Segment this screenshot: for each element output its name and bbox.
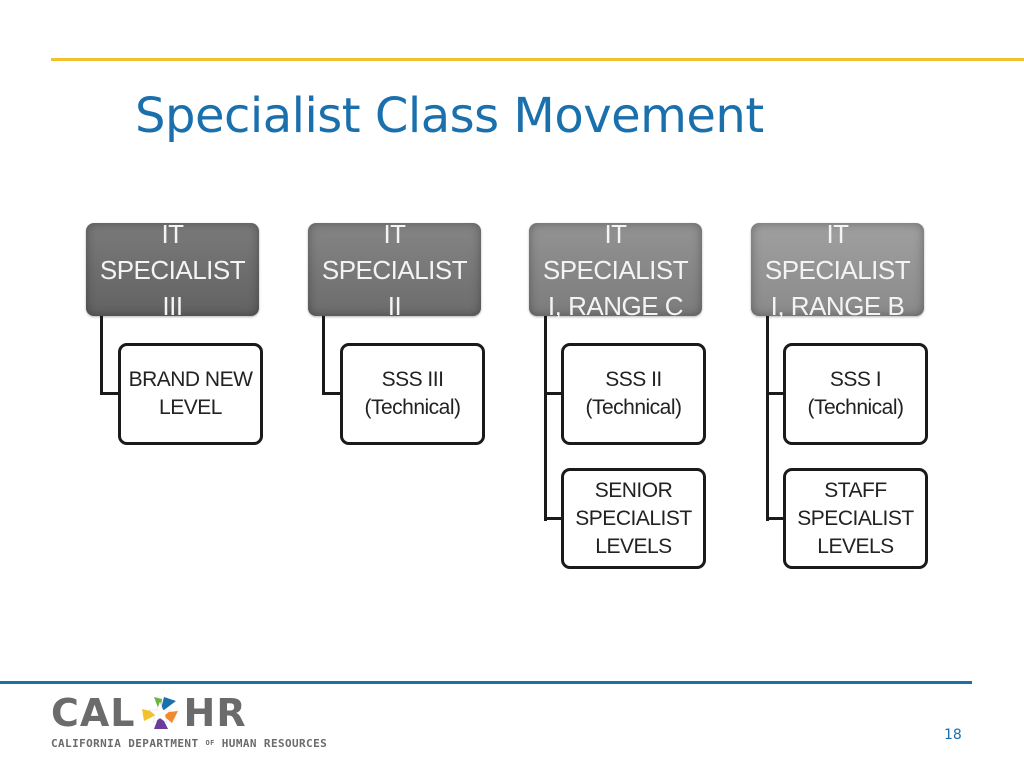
child-box-staff-specialist-levels: STAFF SPECIALIST LEVELS <box>783 468 928 569</box>
logo-wordmark: CAL HR <box>51 693 327 733</box>
logo-subtitle-of: OF <box>205 739 215 747</box>
header-line-1: IT SPECIALIST <box>542 218 689 285</box>
page-number: 18 <box>944 727 962 743</box>
header-line-2: I, RANGE B <box>770 290 905 321</box>
connector-vertical <box>766 316 769 521</box>
header-box-it-specialist-i-range-b: IT SPECIALIST I, RANGE B <box>751 219 924 321</box>
connector-horizontal <box>100 392 120 395</box>
slide-title: Specialist Class Movement <box>135 88 764 144</box>
connector-vertical <box>322 316 325 395</box>
connector-horizontal <box>544 517 564 520</box>
child-box-sss-iii-technical: SSS III (Technical) <box>340 343 485 445</box>
header-box-it-specialist-ii: IT SPECIALIST II <box>308 219 481 321</box>
connector-horizontal <box>322 392 342 395</box>
header-line-2: I, RANGE C <box>547 290 684 321</box>
child-line-2: (Technical) <box>585 396 682 419</box>
connector-vertical <box>544 316 547 521</box>
header-line-2: III <box>162 290 183 321</box>
child-line-1: BRAND NEW <box>128 368 253 391</box>
footer-rule <box>0 681 972 684</box>
header-line-1: IT SPECIALIST <box>764 218 911 285</box>
top-accent-rule <box>51 58 1024 61</box>
star-icon <box>141 697 178 729</box>
child-line-1: SSS I <box>829 368 882 391</box>
logo-subtitle-part-2: HUMAN RESOURCES <box>221 737 328 750</box>
connector-vertical <box>100 316 103 395</box>
child-line-2: (Technical) <box>364 396 461 419</box>
logo-word-cal: CAL <box>51 691 136 735</box>
connector-horizontal <box>766 392 786 395</box>
connector-horizontal <box>766 517 786 520</box>
connector-horizontal <box>544 392 564 395</box>
logo-subtitle: CALIFORNIA DEPARTMENT OF HUMAN RESOURCES <box>51 737 327 750</box>
child-box-sss-i-technical: SSS I (Technical) <box>783 343 928 445</box>
child-line-1: SSS III <box>381 368 444 391</box>
child-line-1: STAFF <box>824 478 887 502</box>
logo-subtitle-part-1: CALIFORNIA DEPARTMENT <box>51 737 199 750</box>
child-box-senior-specialist-levels: SENIOR SPECIALIST LEVELS <box>561 468 706 569</box>
calhr-logo: CAL HR CALIFORNIA DEPARTMENT OF HUMAN RE… <box>51 693 327 750</box>
header-box-it-specialist-iii: IT SPECIALIST III <box>86 219 259 321</box>
child-line-1: SENIOR <box>594 478 673 502</box>
child-line-3: LEVELS <box>817 534 894 558</box>
child-line-2: SPECIALIST <box>575 506 692 530</box>
header-line-1: IT SPECIALIST <box>321 218 468 285</box>
child-box-sss-ii-technical: SSS II (Technical) <box>561 343 706 445</box>
child-line-2: SPECIALIST <box>797 506 914 530</box>
child-line-2: LEVEL <box>159 396 222 419</box>
header-box-it-specialist-i-range-c: IT SPECIALIST I, RANGE C <box>529 219 702 321</box>
child-line-1: SSS II <box>605 368 662 391</box>
header-line-2: II <box>387 290 402 321</box>
header-line-1: IT SPECIALIST <box>99 218 246 285</box>
child-line-3: LEVELS <box>595 534 672 558</box>
child-line-2: (Technical) <box>807 396 904 419</box>
child-box-brand-new-level: BRAND NEW LEVEL <box>118 343 263 445</box>
logo-word-hr: HR <box>183 691 247 735</box>
